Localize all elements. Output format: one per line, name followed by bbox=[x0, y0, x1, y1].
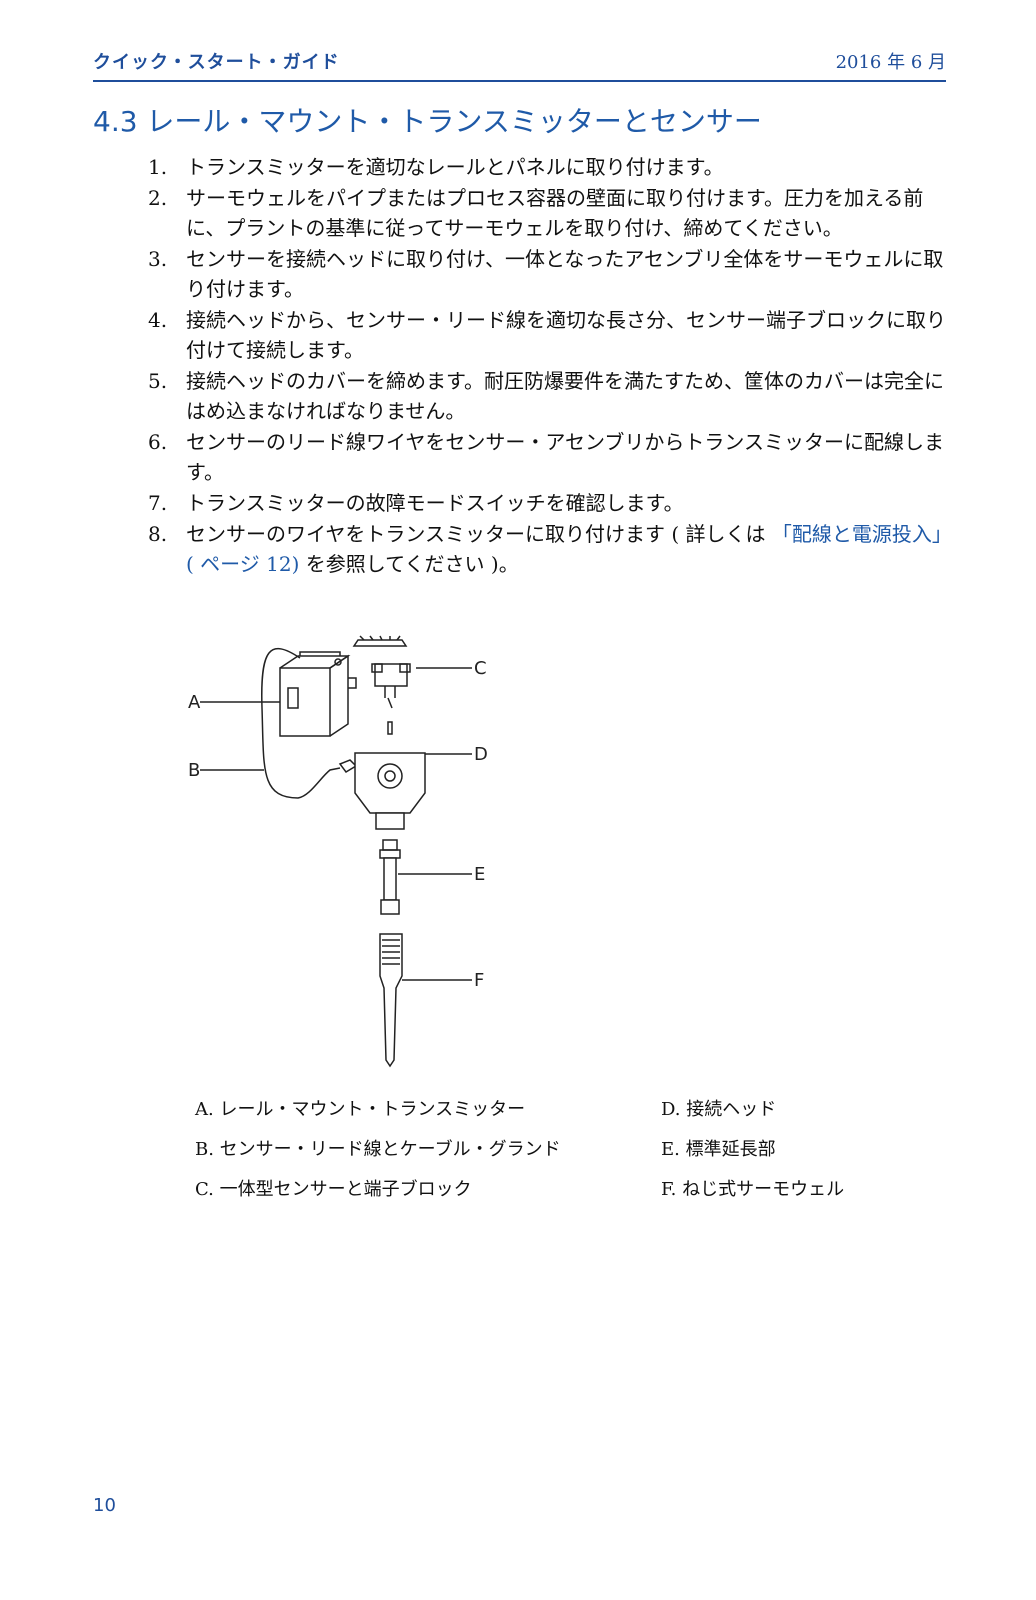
step-number: 7. bbox=[148, 491, 168, 515]
step-text: トランスミッターを適切なレールとパネルに取り付けます。 bbox=[186, 155, 724, 179]
callout-b: B bbox=[188, 760, 200, 781]
callout-f: F bbox=[474, 970, 484, 991]
step-text: トランスミッターの故障モードスイッチを確認します。 bbox=[186, 491, 684, 515]
step-number: 4. bbox=[148, 308, 168, 332]
step-number: 2. bbox=[148, 186, 168, 210]
step-text: 接続ヘッドから、センサー・リード線を適切な長さ分、センサー端子ブロックに取り付け… bbox=[186, 308, 946, 362]
step-number: 8. bbox=[148, 522, 168, 546]
wiring-power-link[interactable]: 「配線と電源投入」( ページ 12) bbox=[186, 522, 942, 576]
assembly-diagram: A B C D E F bbox=[188, 635, 488, 1068]
step-text: センサーを接続ヘッドに取り付け、一体となったアセンブリ全体をサーモウェルに取り付… bbox=[186, 247, 944, 301]
step-3: 3. センサーを接続ヘッドに取り付け、一体となったアセンブリ全体をサーモウェルに… bbox=[148, 244, 948, 304]
callout-a: A bbox=[188, 692, 201, 713]
legend-item-c: C. 一体型センサーと端子ブロック bbox=[195, 1179, 472, 1200]
step-6: 6. センサーのリード線ワイヤをセンサー・アセンブリからトランスミッターに配線し… bbox=[148, 427, 948, 487]
guide-title: クイック・スタート・ガイド bbox=[93, 52, 340, 73]
legend-item-e: E. 標準延長部 bbox=[661, 1139, 776, 1160]
legend-item-b: B. センサー・リード線とケーブル・グランド bbox=[195, 1139, 561, 1160]
step-8: 8. センサーのワイヤをトランスミッターに取り付けます ( 詳しくは 「配線と電… bbox=[148, 519, 948, 579]
step-number: 3. bbox=[148, 247, 168, 271]
publication-date: 2016 年 6 月 bbox=[835, 52, 946, 73]
page-number: 10 bbox=[93, 1495, 116, 1516]
connection-head-drawing bbox=[354, 752, 426, 830]
callout-d: D bbox=[474, 744, 488, 765]
step-4: 4. 接続ヘッドから、センサー・リード線を適切な長さ分、センサー端子ブロックに取… bbox=[148, 305, 948, 365]
header-rule bbox=[93, 80, 946, 82]
extension-drawing bbox=[379, 839, 401, 915]
step-text: センサーのリード線ワイヤをセンサー・アセンブリからトランスミッターに配線します。 bbox=[186, 430, 944, 484]
step-text: サーモウェルをパイプまたはプロセス容器の壁面に取り付けます。圧力を加える前に、プ… bbox=[186, 186, 924, 240]
step-text-after: を参照してください )。 bbox=[299, 552, 519, 576]
step-5: 5. 接続ヘッドのカバーを締めます。耐圧防爆要件を満たすため、筐体のカバーは完全… bbox=[148, 366, 948, 426]
step-7: 7. トランスミッターの故障モードスイッチを確認します。 bbox=[148, 488, 948, 518]
sensor-terminal-block-drawing bbox=[352, 635, 411, 735]
section-title: 4.3 レール・マウント・トランスミッターとセンサー bbox=[93, 105, 762, 138]
callout-c: C bbox=[474, 658, 487, 679]
legend-item-a: A. レール・マウント・トランスミッター bbox=[195, 1099, 526, 1120]
legend-item-d: D. 接続ヘッド bbox=[661, 1099, 777, 1120]
sensor-cable-drawing bbox=[261, 647, 341, 799]
step-number: 1. bbox=[148, 155, 168, 179]
thermowell-drawing bbox=[379, 933, 403, 1068]
step-text: 接続ヘッドのカバーを締めます。耐圧防爆要件を満たすため、筐体のカバーは完全にはめ… bbox=[186, 369, 944, 423]
step-number: 6. bbox=[148, 430, 168, 454]
step-2: 2. サーモウェルをパイプまたはプロセス容器の壁面に取り付けます。圧力を加える前… bbox=[148, 183, 948, 243]
step-text-before: センサーのワイヤをトランスミッターに取り付けます ( 詳しくは bbox=[186, 522, 772, 546]
step-1: 1. トランスミッターを適切なレールとパネルに取り付けます。 bbox=[148, 152, 948, 182]
page-header: クイック・スタート・ガイド 2016 年 6 月 bbox=[93, 48, 946, 78]
procedure-steps: 1. トランスミッターを適切なレールとパネルに取り付けます。 2. サーモウェル… bbox=[148, 152, 948, 580]
rail-transmitter-drawing bbox=[279, 651, 357, 737]
legend-item-f: F. ねじ式サーモウェル bbox=[661, 1179, 845, 1200]
step-number: 5. bbox=[148, 369, 168, 393]
callout-e: E bbox=[474, 864, 485, 885]
